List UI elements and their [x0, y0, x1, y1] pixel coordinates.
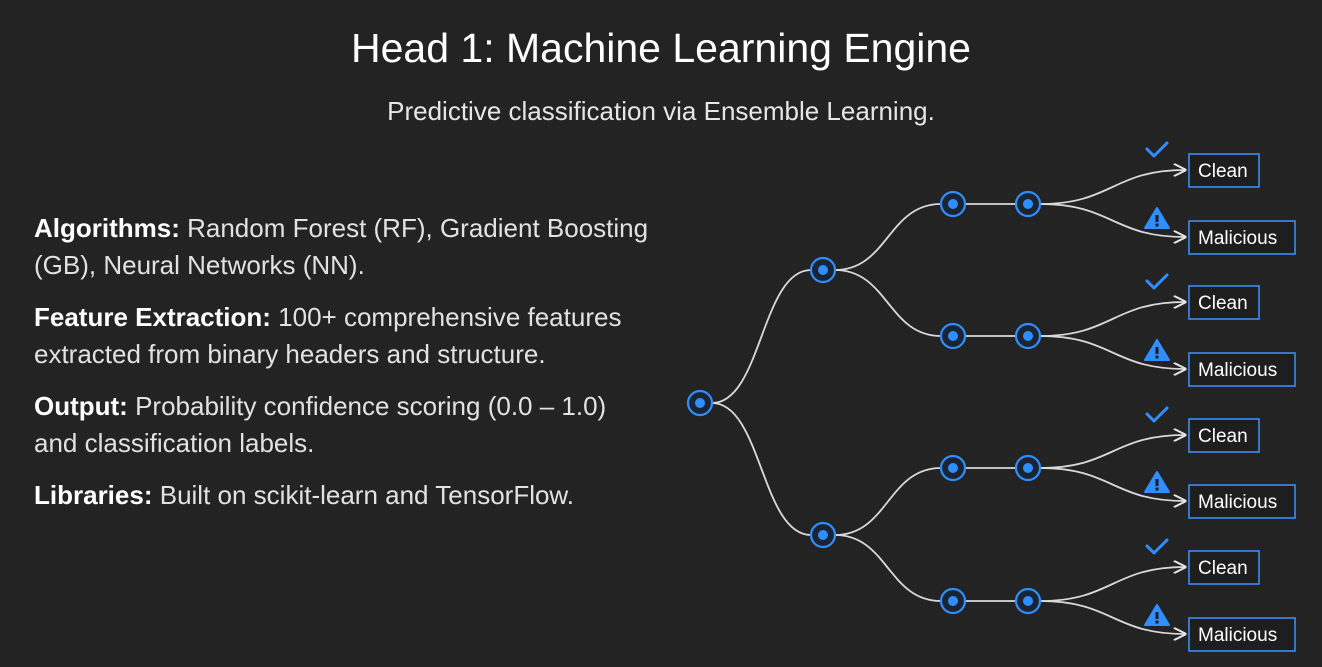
feature-list: Algorithms: Random Forest (RF), Gradient… — [34, 210, 654, 529]
page-subtitle: Predictive classification via Ensemble L… — [387, 96, 935, 126]
tree-outputs: CleanMaliciousCleanMaliciousCleanMalicio… — [1144, 141, 1296, 652]
point-feature-extraction: Feature Extraction: 100+ comprehensive f… — [34, 299, 654, 373]
branch-node-0-a-core — [948, 199, 958, 209]
edge-output-2 — [1039, 302, 1185, 337]
output-label: Clean — [1198, 426, 1248, 447]
point-text: Built on scikit-learn and TensorFlow. — [152, 480, 574, 510]
output-box-border — [1188, 220, 1296, 255]
branch-node-1-a-core — [948, 331, 958, 341]
point-libraries: Libraries: Built on scikit-learn and Ten… — [34, 477, 654, 514]
edge-output-6 — [1039, 567, 1185, 602]
output-box-malicious: Malicious — [1188, 352, 1296, 387]
output-box-clean: Clean — [1188, 153, 1260, 188]
output-label: Malicious — [1198, 492, 1277, 513]
warning-mark — [1155, 347, 1159, 354]
output-box-clean: Clean — [1188, 285, 1260, 320]
edge-root-mid-1 — [711, 402, 812, 536]
output-box-malicious: Malicious — [1188, 484, 1296, 519]
check-icon — [1145, 538, 1169, 555]
output-box-malicious: Malicious — [1188, 617, 1296, 652]
edge-output-1 — [1039, 203, 1185, 237]
point-text: Probability confidence scoring (0.0 – 1.… — [34, 391, 607, 458]
point-label: Output: — [34, 391, 128, 421]
warning-dot — [1155, 620, 1159, 624]
check-icon — [1145, 273, 1169, 290]
edge-mid-branch-1 — [834, 269, 942, 337]
edge-mid-branch-0 — [834, 203, 942, 271]
output-label: Clean — [1198, 558, 1248, 579]
warning-mark — [1155, 215, 1159, 222]
split-node-0-core — [818, 265, 828, 275]
branch-node-3-a-core — [948, 596, 958, 606]
output-label: Malicious — [1198, 228, 1277, 249]
output-box-border — [1188, 352, 1296, 387]
edge-root-mid-0 — [711, 269, 812, 404]
output-box-border — [1188, 617, 1296, 652]
warning-dot — [1155, 487, 1159, 491]
split-node-1-core — [818, 530, 828, 540]
branch-node-2-b-core — [1023, 463, 1033, 473]
warning-icon — [1144, 339, 1170, 361]
edge-output-7 — [1039, 600, 1185, 634]
warning-icon — [1144, 471, 1170, 493]
output-label: Malicious — [1198, 360, 1277, 381]
output-box-border — [1188, 418, 1260, 453]
point-algorithms: Algorithms: Random Forest (RF), Gradient… — [34, 210, 654, 284]
point-label: Libraries: — [34, 480, 153, 510]
output-box-border — [1188, 550, 1260, 585]
point-output: Output: Probability confidence scoring (… — [34, 388, 654, 462]
check-icon — [1145, 141, 1169, 158]
warning-dot — [1155, 223, 1159, 227]
branch-node-0-b-core — [1023, 199, 1033, 209]
check-icon — [1145, 406, 1169, 423]
warning-icon — [1144, 207, 1170, 229]
point-label: Feature Extraction: — [34, 302, 271, 332]
branch-node-2-a-core — [948, 463, 958, 473]
edge-output-5 — [1039, 467, 1185, 501]
warning-mark — [1155, 612, 1159, 619]
output-box-border — [1188, 153, 1260, 188]
output-box-border — [1188, 484, 1296, 519]
branch-node-1-b-core — [1023, 331, 1033, 341]
output-label: Clean — [1198, 161, 1248, 182]
output-label: Clean — [1198, 293, 1248, 314]
output-label: Malicious — [1198, 625, 1277, 646]
tree-edges — [711, 170, 1185, 634]
warning-icon — [1144, 604, 1170, 626]
point-label: Algorithms: — [34, 213, 180, 243]
edge-output-0 — [1039, 170, 1185, 205]
edge-mid-branch-2 — [834, 467, 942, 536]
output-box-clean: Clean — [1188, 550, 1260, 585]
root-node-core — [695, 398, 705, 408]
output-box-clean: Clean — [1188, 418, 1260, 453]
output-box-malicious: Malicious — [1188, 220, 1296, 255]
edge-output-3 — [1039, 335, 1185, 369]
page-title: Head 1: Machine Learning Engine — [351, 25, 971, 71]
point-text: 100+ comprehensive features extracted fr… — [34, 302, 622, 369]
edge-output-4 — [1039, 435, 1185, 469]
output-box-border — [1188, 285, 1260, 320]
branch-node-3-b-core — [1023, 596, 1033, 606]
warning-mark — [1155, 479, 1159, 486]
edge-mid-branch-3 — [834, 534, 942, 602]
warning-dot — [1155, 355, 1159, 359]
point-text: Random Forest (RF), Gradient Boosting (G… — [34, 213, 649, 280]
tree-nodes — [686, 190, 1042, 615]
